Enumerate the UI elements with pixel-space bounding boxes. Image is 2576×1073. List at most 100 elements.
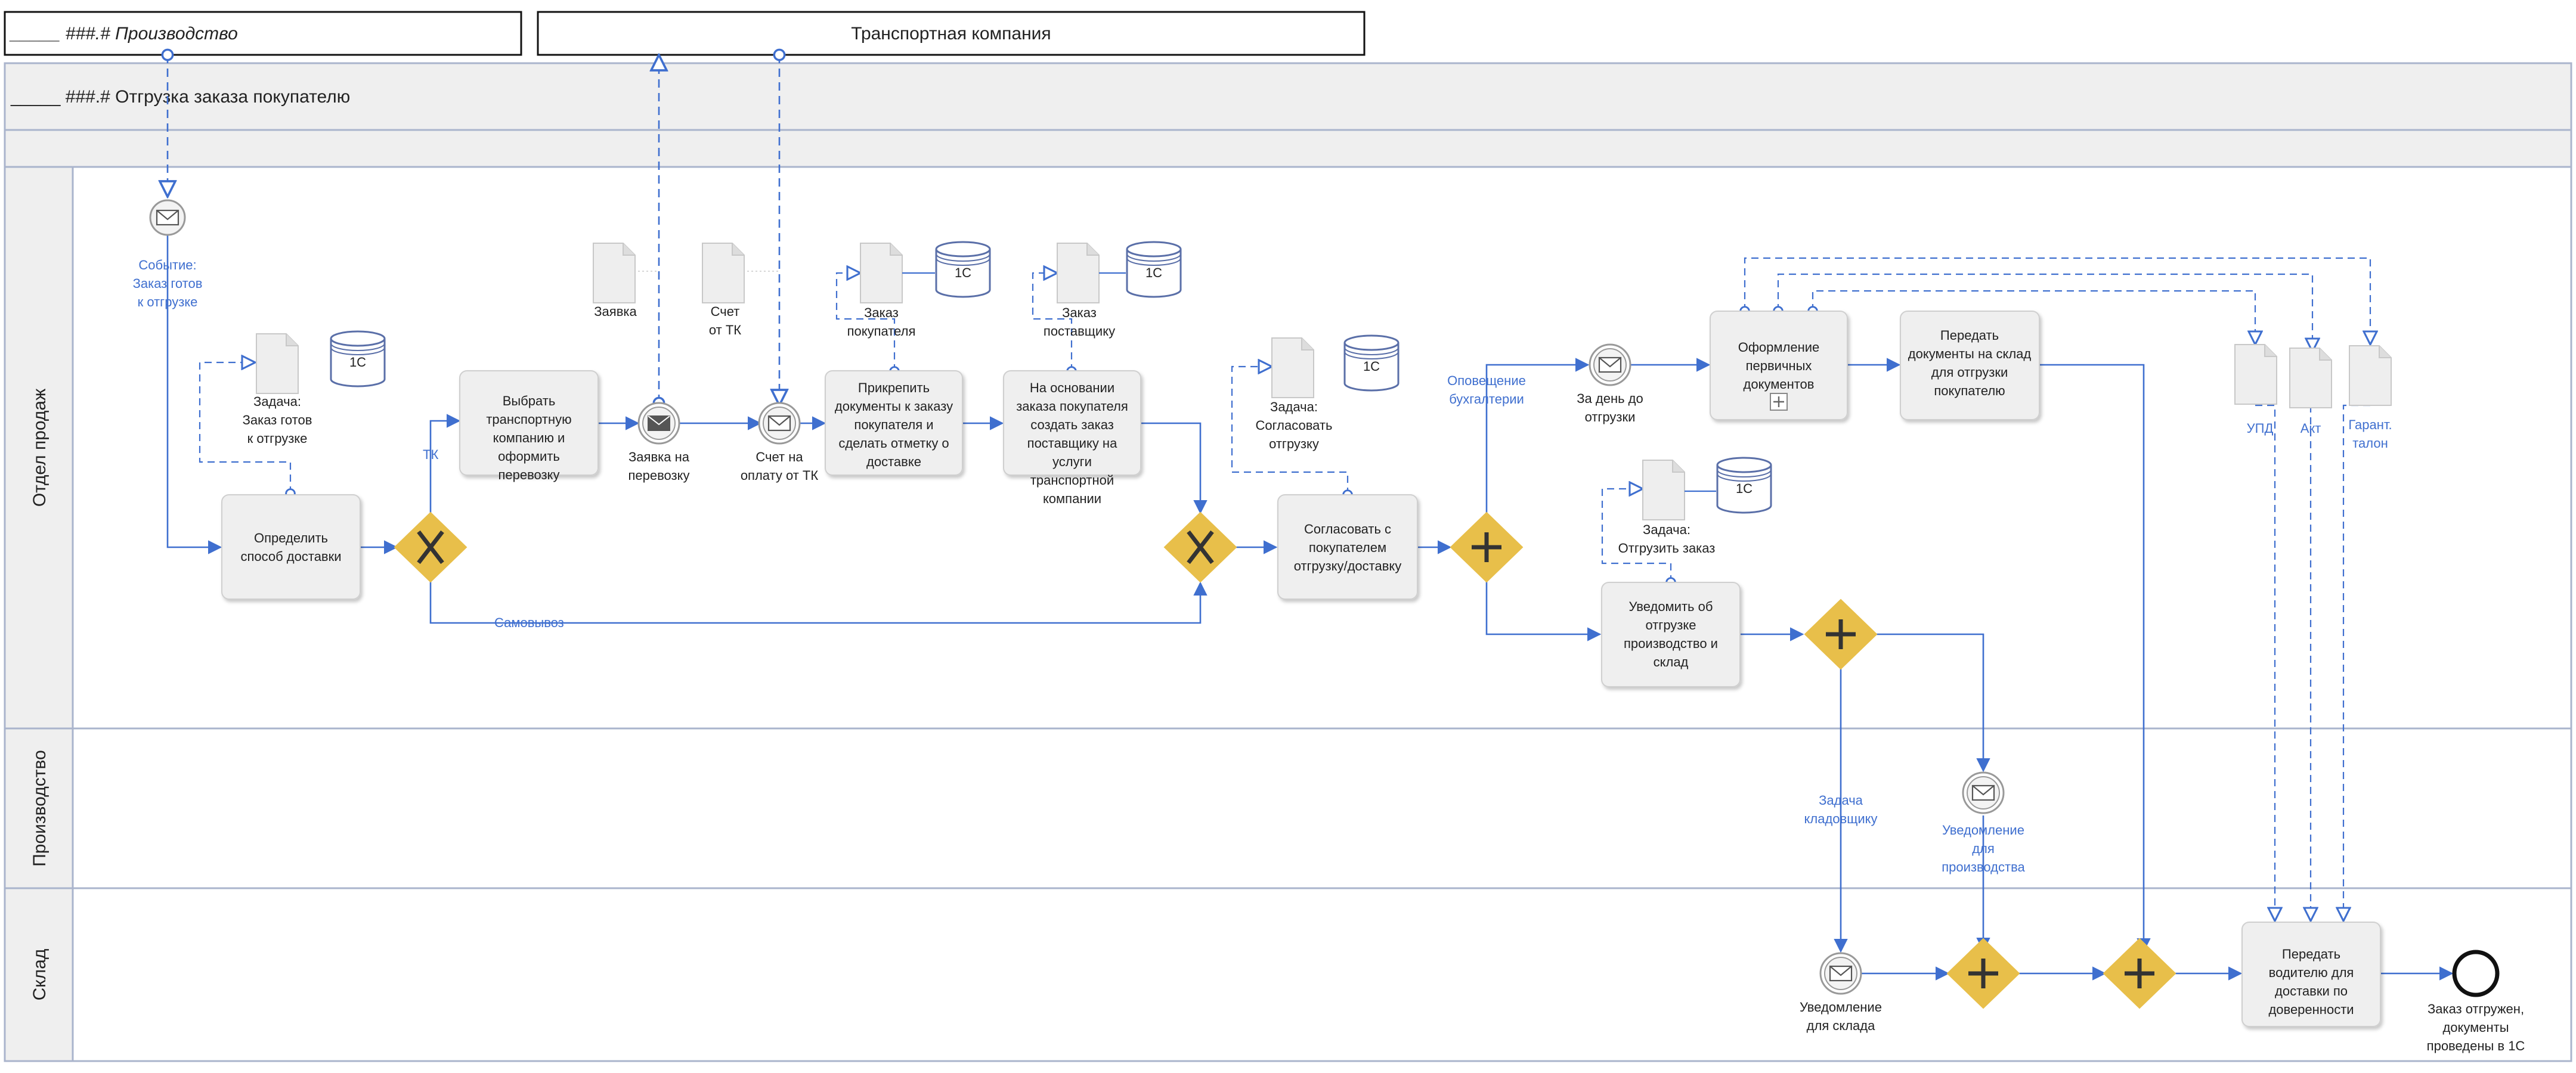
doc-customer-order <box>860 243 903 303</box>
datastore-1c-2-label: 1С <box>955 265 971 280</box>
envelope-icon <box>1598 356 1622 373</box>
envelope-icon <box>1971 784 1995 801</box>
envelope-icon <box>1829 965 1853 982</box>
doc-warranty <box>2349 345 2392 406</box>
envelope-icon <box>767 415 791 432</box>
assoc-supplier-order <box>1032 273 1072 371</box>
assoc-task-ship <box>1601 489 1671 582</box>
doc-warranty-label: Гарант.талон <box>2348 417 2392 451</box>
assoc-customer-order <box>835 273 894 371</box>
datastore-1c-3-label: 1С <box>1145 265 1162 280</box>
datastore-1c-1-label: 1С <box>349 355 366 370</box>
doc-task-ship <box>1642 460 1685 520</box>
pool-production: _____ ###.# Производство <box>4 11 522 56</box>
gateway-parallel-3[interactable] <box>1946 938 2020 1009</box>
pool-main-label: _____ ###.# Отгрузка заказа покупателю <box>10 87 350 107</box>
plus-icon <box>1968 959 1998 988</box>
datastore-1c-4-label: 1С <box>1363 359 1380 374</box>
assoc-upd-to-driver <box>2255 404 2275 921</box>
envelope-icon <box>156 209 179 226</box>
doc-task-agree <box>1271 337 1314 398</box>
lane-sales-label: Отдел продаж <box>30 389 49 507</box>
doc-upd <box>2234 344 2277 405</box>
end-event[interactable] <box>2452 950 2500 997</box>
doc-task-ship-label: Задача:Отгрузить заказ <box>1618 522 1716 556</box>
lane-production-label: Производство <box>30 750 49 867</box>
gateway-parallel-1[interactable] <box>1450 511 1524 583</box>
assoc-warranty <box>1745 257 2370 345</box>
pool-production-label: _____ ###.# Производство <box>9 24 238 44</box>
day-before-message-event[interactable] <box>1589 343 1631 386</box>
gateway-exclusive-1[interactable] <box>394 511 467 583</box>
gateway-parallel-2[interactable] <box>1804 598 1878 670</box>
assoc-upd <box>1813 290 2255 345</box>
gateway-parallel-4[interactable] <box>2103 938 2176 1009</box>
assoc-act <box>1778 273 2312 352</box>
doc-request <box>593 243 636 303</box>
envelope-filled-icon <box>648 415 670 431</box>
assoc-task-ready <box>199 362 290 494</box>
message-flows <box>168 55 779 405</box>
plus-icon <box>1826 619 1856 649</box>
flow-label-tk: ТК <box>423 447 438 462</box>
doc-invoice <box>702 243 745 303</box>
assoc-task-agree <box>1231 367 1348 495</box>
invoice-message-event[interactable] <box>758 402 801 445</box>
sequence-flows <box>166 235 2454 981</box>
production-notify-event[interactable] <box>1962 771 2005 814</box>
association-flows <box>199 257 2370 921</box>
lane-warehouse-label: Склад <box>30 949 49 1001</box>
doc-upd-label: УПД <box>2247 421 2274 436</box>
doc-act <box>2289 348 2332 408</box>
doc-act-label: Акт <box>2301 421 2321 436</box>
warehouse-notify-event[interactable] <box>1819 952 1862 995</box>
doc-supplier-order <box>1057 243 1100 303</box>
plus-icon <box>2125 959 2154 988</box>
gateway-exclusive-2[interactable] <box>1163 511 1237 583</box>
plus-icon <box>1472 532 1501 562</box>
x-icon <box>417 530 444 565</box>
pool-transport-label: Транспортная компания <box>851 24 1051 44</box>
request-message-event[interactable] <box>637 402 680 445</box>
start-message-event[interactable] <box>149 199 186 236</box>
flow-label-pickup: Самовывоз <box>494 615 564 630</box>
x-icon <box>1187 530 1214 565</box>
doc-request-label: Заявка <box>594 304 637 319</box>
doc-task-ready <box>256 333 299 394</box>
subprocess-plus-icon[interactable] <box>1770 393 1788 411</box>
pool-transport: Транспортная компания <box>537 11 1366 56</box>
